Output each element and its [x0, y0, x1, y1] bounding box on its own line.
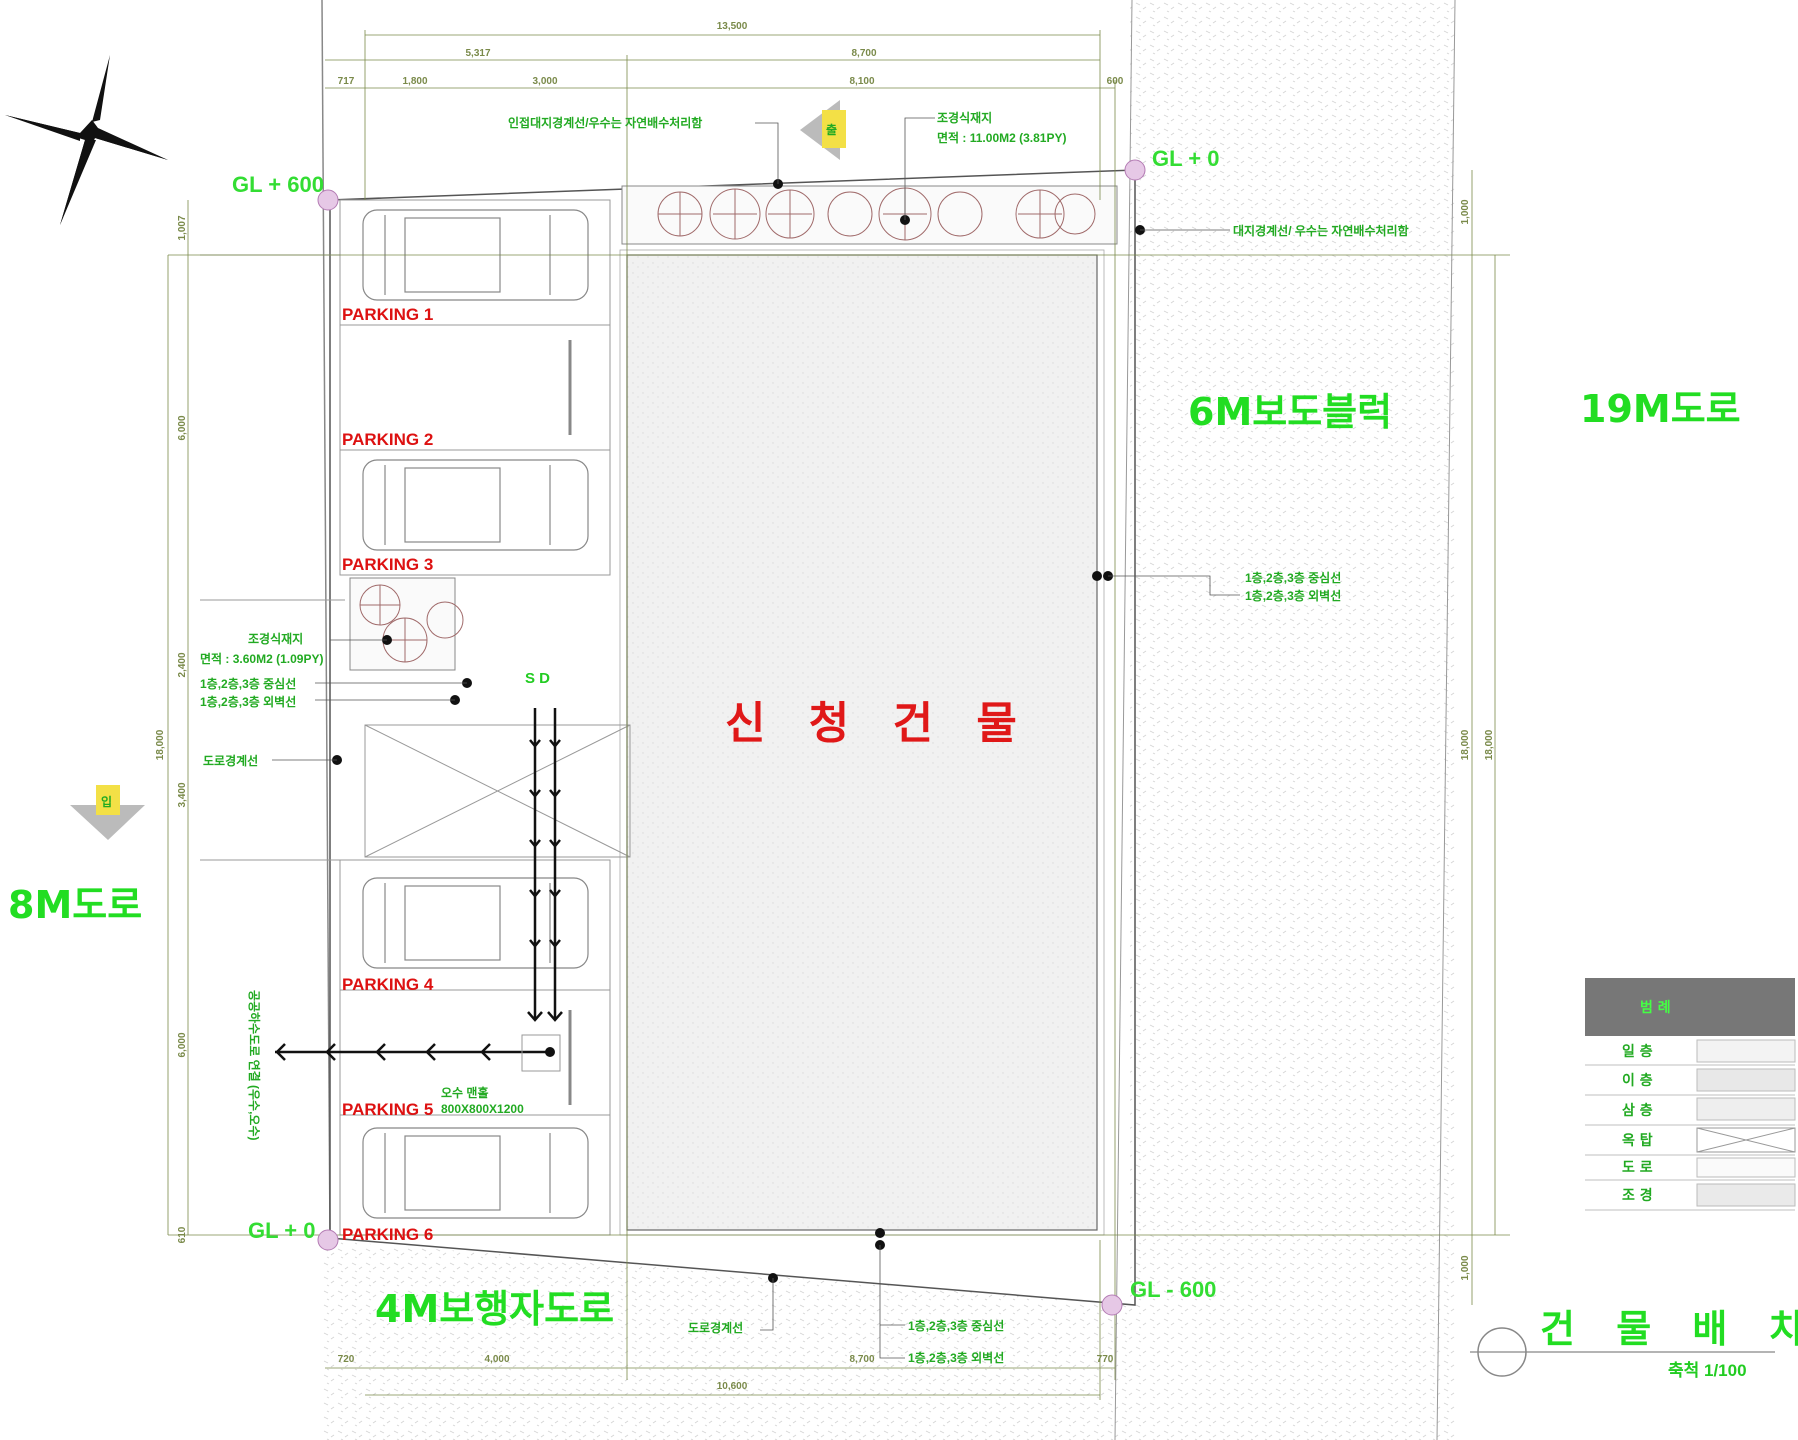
note-landscape-left-area: 면적 : 3.60M2 (1.09PY): [200, 651, 323, 666]
note-landscape-left-title: 조경식재지: [248, 631, 303, 646]
arrow-label-left: 입: [101, 795, 112, 809]
note-east-drain: 대지경계선/ 우수는 자연배수처리함: [1233, 223, 1409, 238]
building-label: 신 청 건 물: [725, 698, 1031, 749]
landscape-left: [349, 577, 456, 671]
legend-row-6: 조 경: [1622, 1187, 1653, 1204]
dim-top-seg2: 1,800: [402, 76, 427, 87]
note-south-outer: 1층,2층,3층 외벽선: [908, 1350, 1004, 1365]
level-bottom-left: GL + 0: [248, 1218, 315, 1243]
sidewalk-block-area: [1130, 0, 1455, 1440]
road-label-south: 4M보행자도로: [375, 1287, 614, 1331]
dim-left-seg6: 610: [177, 1226, 188, 1243]
legend-box: [1585, 978, 1796, 1211]
note-west-outer: 1층,2층,3층 외벽선: [200, 694, 296, 709]
sd-label: S D: [525, 670, 550, 687]
entrance-void: [364, 724, 631, 858]
road-label-east: 19M도로: [1580, 387, 1741, 431]
dim-bottom-seg3: 8,700: [849, 1354, 874, 1365]
parking-label-6: PARKING 6: [342, 1225, 433, 1244]
note-landscape-top-area: 면적 : 11.00M2 (3.81PY): [937, 130, 1066, 145]
legend-row-1: 일 층: [1622, 1044, 1653, 1060]
dimension-lines: [167, 30, 1510, 1400]
dim-top-seg5: 600: [1107, 76, 1124, 87]
dim-right-seg2: 1,000: [1460, 1255, 1471, 1280]
legend-row-5: 도 로: [1622, 1160, 1653, 1176]
drain-arrows: [275, 708, 563, 1061]
site-boundary-east2: [1436, 0, 1456, 1440]
dim-top-seg4: 8,100: [849, 76, 874, 87]
note-rain-pit-title: 오수 맨홀: [441, 1085, 489, 1100]
legend-row-2: 이 층: [1622, 1072, 1653, 1089]
north-arrow-icon: [5, 55, 168, 225]
parking-label-1: PARKING 1: [342, 305, 433, 324]
legend-row-4: 옥 탑: [1622, 1133, 1653, 1149]
landscape-strip-top: [621, 185, 1118, 245]
note-west-road-line: 도로경계선: [203, 753, 258, 768]
dim-right-total-2: 18,000: [1484, 729, 1495, 760]
legend-row-3: 삼 층: [1622, 1103, 1653, 1119]
manhole-symbol: [521, 1034, 561, 1072]
dim-right-total: 18,000: [1460, 729, 1471, 760]
note-west-center: 1층,2층,3층 중심선: [200, 676, 296, 691]
leader-dots: [332, 179, 1145, 1283]
legend-header: 범 례: [1640, 1000, 1671, 1016]
dim-right-seg1: 1,000: [1460, 199, 1471, 224]
drawing-title: 건 물 배 치 도: [1540, 1307, 1798, 1351]
parking-label-5: PARKING 5: [342, 1100, 433, 1119]
dim-left-total: 18,000: [155, 729, 166, 760]
entry-arrow-left-icon: [70, 785, 145, 840]
site-boundary-east: [1114, 0, 1133, 1440]
manhole-dot: [545, 1047, 555, 1057]
dim-bottom-total: 10,600: [717, 1381, 748, 1392]
note-east-outer: 1층,2층,3층 외벽선: [1245, 588, 1341, 603]
sidewalk-block-label: 6M보도블럭: [1188, 390, 1392, 434]
dim-bottom-seg1: 720: [338, 1354, 355, 1365]
site-outline: [329, 169, 1136, 1306]
dim-bottom-seg4: 770: [1097, 1354, 1114, 1365]
dim-left-seg2: 6,000: [177, 415, 188, 440]
dim-bottom-seg2: 4,000: [484, 1354, 509, 1365]
road-label-west: 8M도로: [8, 883, 142, 927]
drawing-scale: 축척 1/100: [1668, 1361, 1747, 1380]
note-rain-pit-size: 800X800X1200: [441, 1102, 524, 1116]
leader-lines: [272, 117, 1240, 1359]
dim-top-seg3: 3,000: [532, 76, 557, 87]
note-south-center: 1층,2층,3층 중심선: [908, 1318, 1004, 1333]
note-north-drain: 인접대지경계선/우수는 자연배수처리함: [508, 115, 702, 130]
parking-label-4: PARKING 4: [342, 975, 434, 994]
dim-top-seg1: 717: [338, 76, 355, 87]
dim-left-seg1: 1,007: [177, 215, 188, 240]
parking-label-2: PARKING 2: [342, 430, 433, 449]
level-bottom-right: GL - 600: [1130, 1277, 1216, 1302]
parking-label-3: PARKING 3: [342, 555, 433, 574]
dim-left-seg5: 6,000: [177, 1032, 188, 1057]
level-top-left: GL + 600: [232, 172, 324, 197]
note-landscape-top-title: 조경식재지: [937, 110, 992, 125]
tree-symbols-left: [359, 584, 464, 663]
dim-left-seg3: 2,400: [177, 652, 188, 677]
dim-top-right-sub: 8,700: [851, 48, 876, 59]
dim-left-seg4: 3,400: [177, 782, 188, 807]
dim-top-left-sub: 5,317: [465, 48, 490, 59]
entry-arrow-top-icon: [800, 100, 846, 160]
arrow-label-top: 출: [826, 122, 837, 137]
level-marker-circles: [317, 159, 1146, 1316]
note-vertical-drain: 공공하수도로 연결 (우수,오수): [247, 990, 262, 1140]
note-south-road-line: 도로경계선: [688, 1320, 743, 1335]
dim-top-total: 13,500: [717, 21, 748, 32]
south-pedestrian-road-area: [322, 1240, 1130, 1440]
building-footprint: [626, 254, 1098, 1231]
note-east-center: 1층,2층,3층 중심선: [1245, 570, 1341, 585]
level-top-right: GL + 0: [1152, 146, 1219, 171]
